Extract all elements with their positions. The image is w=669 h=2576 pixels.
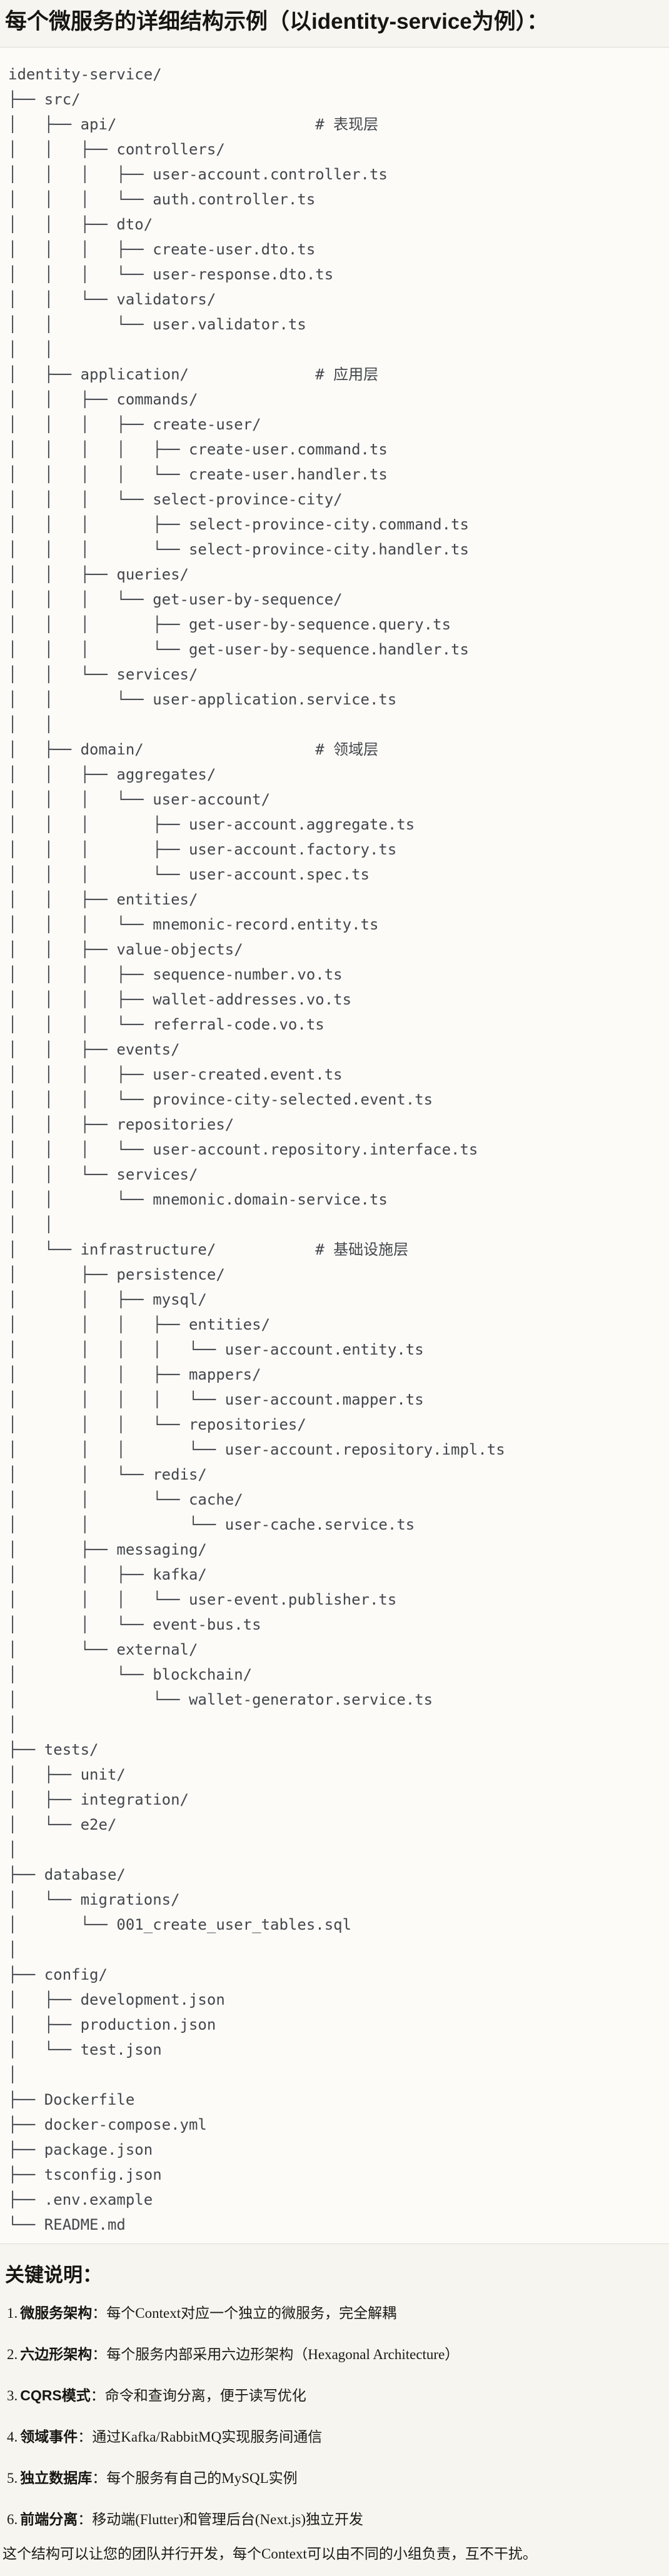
note-label: 独立数据库 <box>20 2470 93 2486</box>
note-text: ：命令和查询分离，便于读写优化 <box>90 2388 306 2403</box>
note-label: 前端分离 <box>20 2511 78 2527</box>
note-label: 六边形架构 <box>20 2346 93 2362</box>
directory-tree: identity-service/ ├── src/ │ ├── api/ # … <box>8 66 505 2233</box>
note-item: 6.前端分离：移动端(Flutter)和管理后台(Next.js)独立开发 <box>7 2510 664 2528</box>
note-text: ：移动端(Flutter)和管理后台(Next.js)独立开发 <box>78 2512 364 2527</box>
note-number: 1. <box>7 2305 18 2321</box>
note-number: 4. <box>7 2429 18 2445</box>
note-text: ：每个服务有自己的MySQL实例 <box>92 2470 298 2486</box>
note-item: 4.领域事件：通过Kafka/RabbitMQ实现服务间通信 <box>7 2428 664 2446</box>
document: 每个微服务的详细结构示例（以identity-service为例）： ident… <box>0 8 669 2563</box>
note-label: 领域事件 <box>20 2428 78 2445</box>
note-text: ：通过Kafka/RabbitMQ实现服务间通信 <box>78 2429 323 2445</box>
note-text: ：每个Context对应一个独立的微服务，完全解耦 <box>92 2305 397 2321</box>
note-text: ：每个服务内部采用六边形架构（Hexagonal Architecture） <box>92 2347 460 2362</box>
note-label: CQRS模式 <box>20 2387 91 2403</box>
note-number: 6. <box>7 2512 18 2527</box>
note-number: 2. <box>7 2347 18 2362</box>
note-number: 3. <box>7 2388 18 2403</box>
note-item: 3.CQRS模式：命令和查询分离，便于读写优化 <box>7 2387 664 2405</box>
note-item: 5.独立数据库：每个服务有自己的MySQL实例 <box>7 2469 664 2487</box>
note-item: 2.六边形架构：每个服务内部采用六边形架构（Hexagonal Architec… <box>7 2345 664 2363</box>
note-item: 1.微服务架构：每个Context对应一个独立的微服务，完全解耦 <box>7 2304 664 2322</box>
notes-heading: 关键说明： <box>5 2264 102 2286</box>
note-number: 5. <box>7 2470 18 2486</box>
note-label: 微服务架构 <box>20 2305 93 2321</box>
page-title: 每个微服务的详细结构示例（以identity-service为例）： <box>5 9 549 34</box>
notes-list: 1.微服务架构：每个Context对应一个独立的微服务，完全解耦 2.六边形架构… <box>0 2304 669 2528</box>
code-block: identity-service/ ├── src/ │ ├── api/ # … <box>0 47 669 2244</box>
closing-paragraph: 这个结构可以让您的团队并行开发，每个Context可以由不同的小组负责，互不干扰… <box>3 2546 537 2562</box>
